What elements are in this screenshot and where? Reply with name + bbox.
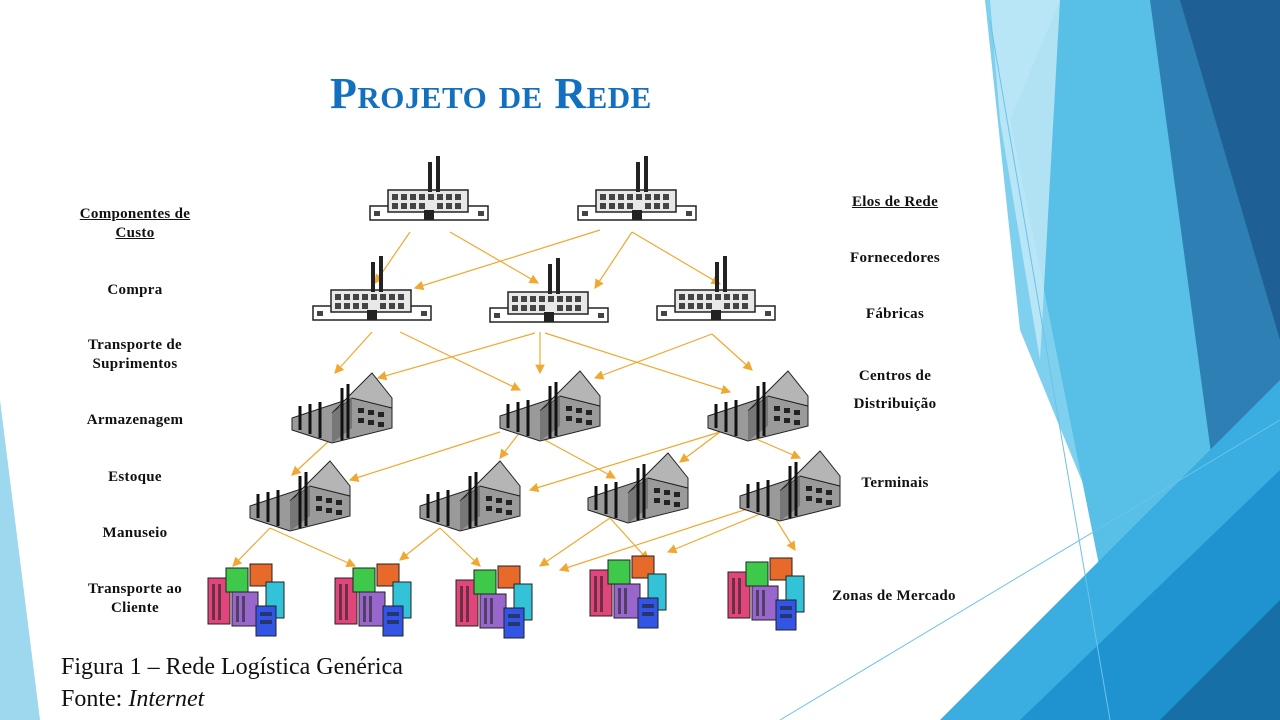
label-fabricas: Fábricas (865, 306, 925, 322)
supplier-factory-2-icon (577, 155, 697, 221)
label-transporte-suprimentos: Transporte de Suprimentos (60, 336, 210, 374)
label-fornecedores: Fornecedores (850, 250, 940, 266)
label-estoque: Estoque (108, 469, 162, 485)
terminal-2-icon (418, 459, 522, 533)
distribution-center-3-icon (706, 369, 810, 443)
market-zone-3-icon (455, 565, 533, 639)
figure-caption: Figura 1 – Rede Logística Genérica (61, 654, 403, 680)
label-line: Centros de (858, 368, 932, 384)
label-terminais: Terminais (861, 475, 929, 491)
distribution-center-1-icon (290, 371, 394, 445)
terminal-3-icon (586, 451, 690, 525)
label-line: Custo (115, 225, 155, 241)
label-line: Transporte de (87, 337, 183, 353)
market-zone-2-icon (334, 563, 412, 637)
label-manuseio: Manuseio (102, 525, 168, 541)
factory-2-icon (489, 257, 609, 323)
terminal-4-icon (738, 449, 842, 523)
distribution-center-2-icon (498, 369, 602, 443)
label-line: Componentes de (79, 206, 191, 222)
label-armazenagem: Armazenagem (86, 412, 184, 428)
factory-1-icon (312, 255, 432, 321)
source-name: Internet (128, 686, 205, 712)
terminal-1-icon (248, 459, 352, 533)
label-elos-rede: Elos de Rede (851, 194, 939, 210)
label-zonas-mercado: Zonas de Mercado (832, 588, 956, 604)
label-componentes-custo: Componentes de Custo (60, 205, 210, 243)
page-title: Projeto de Rede (330, 69, 652, 118)
label-centros-distribuicao: Centros de Distribuição (830, 362, 960, 418)
source-prefix: Fonte: (61, 686, 129, 712)
label-line: Suprimentos (92, 356, 178, 372)
label-line: Cliente (111, 600, 159, 616)
market-zone-4-icon (589, 555, 667, 629)
figure-source: Fonte: Internet (61, 686, 204, 713)
label-transporte-cliente: Transporte ao Cliente (60, 580, 210, 618)
factory-3-icon (656, 255, 776, 321)
market-zone-1-icon (207, 563, 285, 637)
label-line: Transporte ao (87, 581, 183, 597)
supplier-factory-1-icon (369, 155, 489, 221)
label-compra: Compra (107, 282, 163, 298)
label-line: Distribuição (853, 396, 937, 412)
market-zone-5-icon (727, 557, 805, 631)
